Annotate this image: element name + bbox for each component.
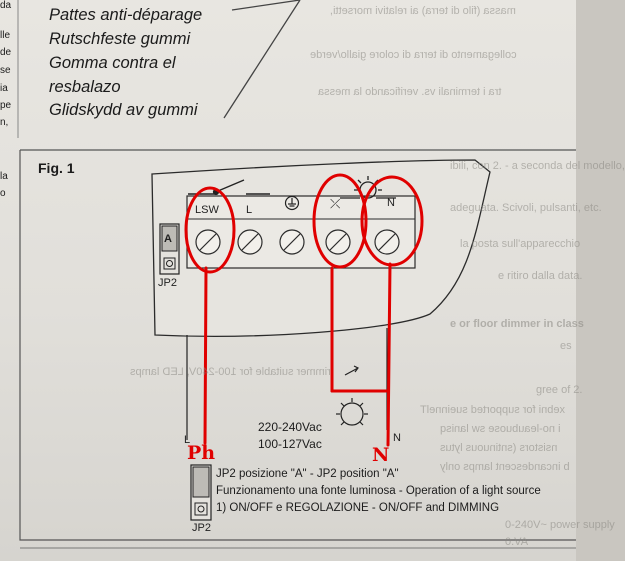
- terminal-label-n: N: [387, 197, 395, 209]
- margin-fragment: lle: [0, 30, 11, 41]
- voltage-line-2: 100-127Vac: [258, 437, 322, 451]
- voltage-line-1: 220-240Vac: [258, 420, 322, 434]
- anti-slip-line-sv: Glidskydd av gummi: [49, 101, 198, 119]
- bleed-text: ibili, con 2. - a seconda del modello,: [450, 160, 625, 172]
- bleed-text: b incandescent lamps only: [440, 461, 570, 473]
- terminal-strip: [186, 195, 416, 269]
- bleed-text: nsistors (sntinuous lytus: [440, 442, 558, 454]
- handwritten-phase-label: Ph: [187, 442, 216, 464]
- bleed-text: tra i terminali vs. verificando la messa: [318, 86, 502, 98]
- circle-n: [360, 175, 424, 267]
- jumper-top-name: JP2: [158, 277, 177, 289]
- margin-fragment: o: [0, 188, 6, 199]
- bleed-text: adeguata. Scivoli, pulsanti, etc.: [450, 202, 602, 214]
- margin-fragment: n,: [0, 117, 9, 128]
- circle-dim: [312, 173, 368, 269]
- anti-slip-line-es: Gomma contra el: [49, 54, 176, 72]
- bleed-text: collegamento di terra di colore giallo/v…: [310, 49, 517, 61]
- anti-slip-line-fr: Pattes anti-déparage: [49, 6, 203, 24]
- jumper-bottom-name: JP2: [192, 522, 211, 534]
- jumper-top-letter: A: [164, 233, 172, 245]
- bleed-text: e or floor dimmer in class: [450, 318, 584, 330]
- figure-frame: [19, 149, 576, 541]
- margin-fragment: da: [0, 0, 12, 11]
- figure-title: Fig. 1: [38, 160, 75, 176]
- anti-slip-line-es2: resbalazo: [49, 78, 121, 96]
- bleed-text: rimmer suitable for 100-240V, LED lamps: [130, 366, 331, 378]
- handwritten-marks: [184, 173, 424, 447]
- bleed-text: xebni for supported sueinnelT: [420, 404, 565, 416]
- anti-slip-line-de: Rutschfeste gummi: [49, 30, 191, 48]
- margin-fragment: pe: [0, 100, 12, 111]
- lamp-icon: [336, 365, 368, 426]
- callout-line: [231, 0, 301, 11]
- terminal-screws: [195, 229, 400, 255]
- bleed-text: es: [560, 340, 572, 352]
- figure-artwork: [17, 0, 576, 549]
- red-wire-phase: [203, 266, 208, 445]
- bleed-text: massa (filo di terra) ai relativi morset…: [330, 5, 516, 17]
- margin-fragment: la: [0, 171, 8, 182]
- bleed-text: 0.VA: [505, 536, 529, 548]
- wire-label-n: N: [393, 432, 401, 444]
- bleed-text: i no-leaubuose sw lanisq: [440, 423, 561, 435]
- margin-fragment: se: [0, 65, 11, 76]
- caption-line-2: Funzionamento una fonte luminosa - Opera…: [216, 485, 541, 497]
- caption-line-1: JP2 posizione "A" - JP2 position "A": [216, 468, 399, 480]
- red-wire-neutral: [386, 262, 392, 447]
- bleed-text: 0-240V~ power supply: [505, 519, 615, 531]
- terminal-label-dim: ⤫: [330, 196, 341, 211]
- terminal-label-l: L: [246, 204, 253, 216]
- margin-fragment: de: [0, 47, 12, 58]
- callout-line: [223, 0, 301, 119]
- wire-label-l: L: [184, 434, 191, 446]
- earth-icon: [284, 195, 300, 211]
- circle-lsw: [184, 186, 236, 274]
- bleed-text: gree of 2.: [536, 384, 583, 396]
- terminal-label-lsw: LSW: [195, 204, 219, 216]
- bleed-text: e ritiro dalla data.: [498, 270, 583, 282]
- bleed-text: la posta sull'apparecchio: [460, 238, 581, 250]
- caption-line-3: 1) ON/OFF e REGOLAZIONE - ON/OFF and DIM…: [216, 502, 500, 514]
- handwritten-neutral-label: N: [372, 444, 390, 466]
- switch-icon: [188, 179, 270, 196]
- margin-fragment: ia: [0, 83, 8, 94]
